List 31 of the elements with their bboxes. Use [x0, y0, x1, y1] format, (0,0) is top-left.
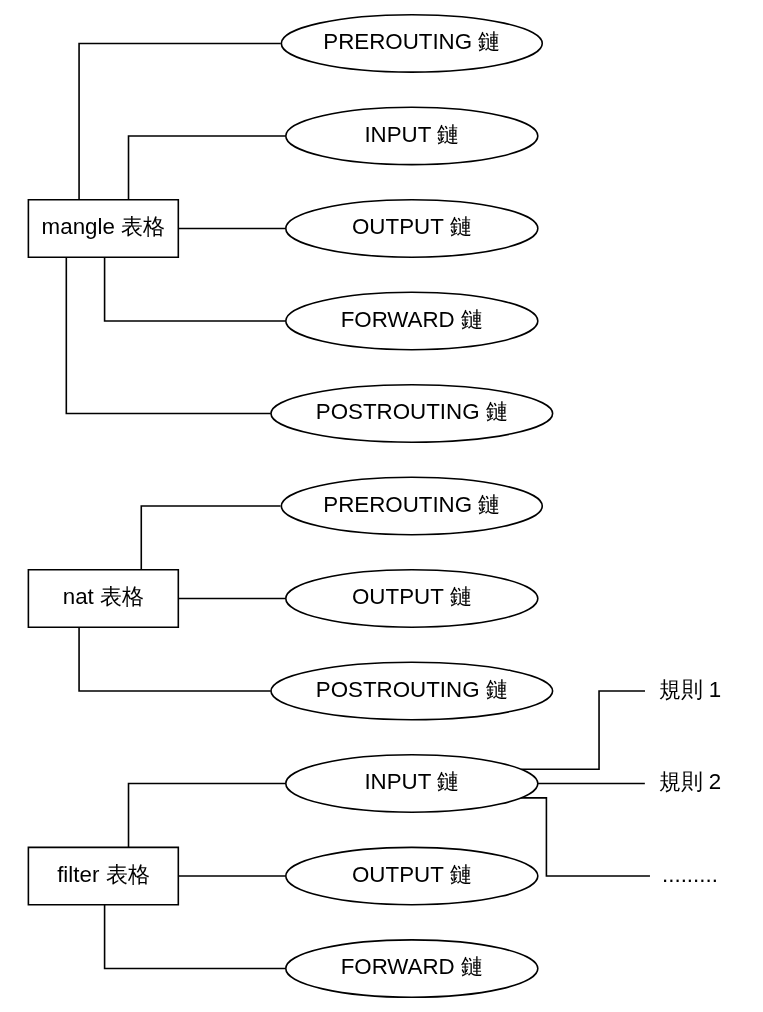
connector [520, 690, 646, 770]
connector [103, 256, 287, 322]
connector [178, 875, 287, 877]
node-ellipse: PREROUTING 鏈 [280, 13, 544, 73]
node-ellipse: INPUT 鏈 [285, 754, 539, 814]
connector [65, 256, 272, 415]
node-box: nat 表格 [27, 569, 180, 628]
node-ellipse: POSTROUTING 鏈 [270, 661, 554, 721]
node-ellipse: OUTPUT 鏈 [285, 846, 539, 906]
connector [103, 904, 287, 970]
connector [537, 782, 646, 785]
node-ellipse: OUTPUT 鏈 [285, 569, 539, 628]
node-box: mangle 表格 [27, 198, 180, 258]
node-text: 規則 1 [658, 676, 722, 702]
node-ellipse: INPUT 鏈 [285, 106, 539, 166]
connector [127, 135, 287, 201]
node-ellipse: OUTPUT 鏈 [285, 198, 539, 258]
connector [78, 42, 282, 201]
connector [520, 797, 651, 877]
node-box: filter 表格 [27, 846, 180, 906]
connector [78, 626, 272, 692]
connector [140, 505, 282, 571]
connector [127, 782, 287, 849]
connector [178, 227, 287, 230]
connector [178, 597, 287, 600]
node-ellipse: POSTROUTING 鏈 [270, 383, 554, 443]
node-ellipse: PREROUTING 鏈 [280, 476, 544, 536]
node-ellipse: FORWARD 鏈 [285, 291, 539, 351]
node-text: 規則 2 [658, 769, 722, 795]
node-text: ......... [662, 861, 718, 887]
node-ellipse: FORWARD 鏈 [285, 939, 539, 999]
